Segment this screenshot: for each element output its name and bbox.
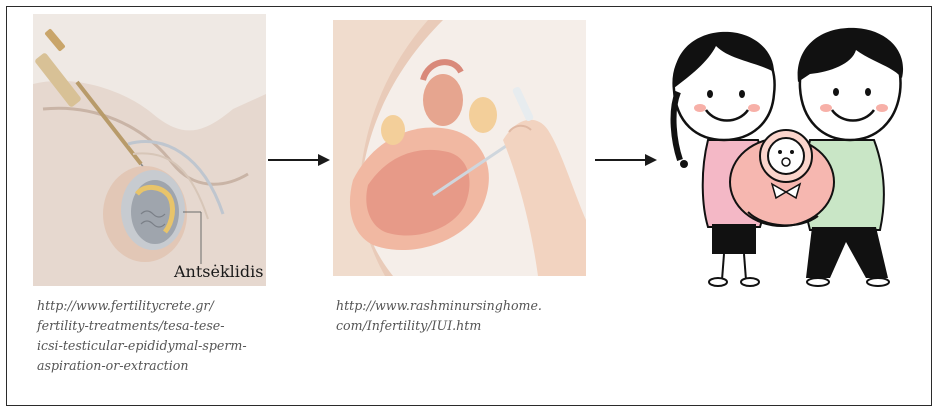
right-arrow-icon xyxy=(268,152,332,168)
family-cartoon-illustration xyxy=(660,22,922,292)
source-caption-female: http://www.rashminursinghome. com/Infert… xyxy=(336,296,606,336)
source-caption-male: http://www.fertilitycrete.gr/ fertility-… xyxy=(37,296,297,376)
female-anatomy-illustration xyxy=(333,20,586,276)
male-anatomy-illustration xyxy=(33,14,266,286)
right-arrow-icon xyxy=(595,152,659,168)
testicle-label: Antsėklidis xyxy=(174,262,263,281)
